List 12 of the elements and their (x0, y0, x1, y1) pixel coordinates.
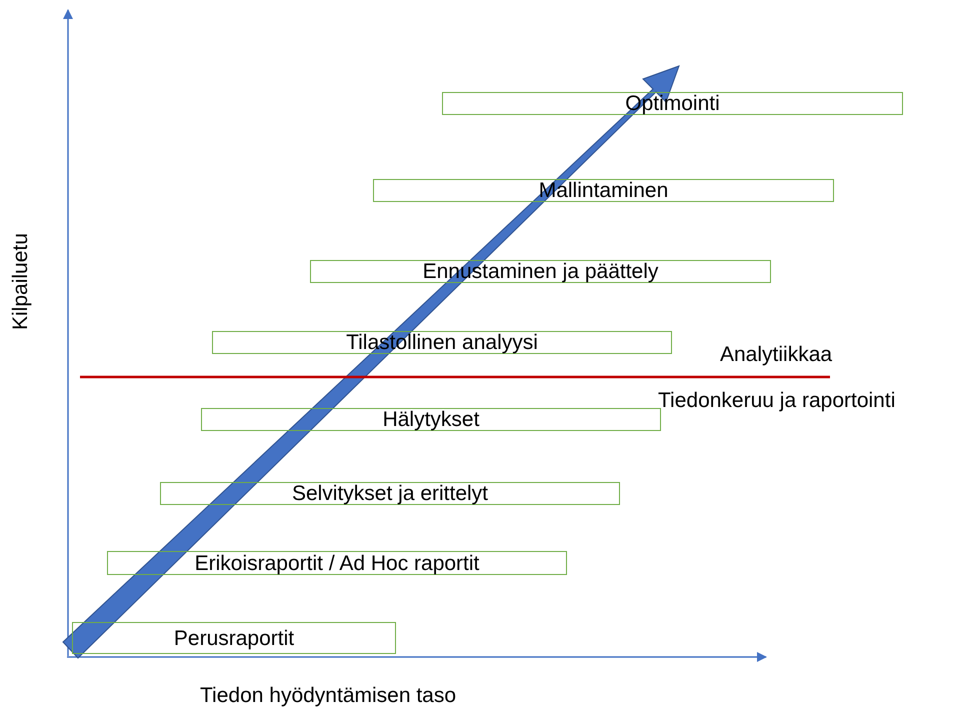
level-label: Hälytykset (382, 409, 480, 430)
level-box (72, 622, 396, 654)
y-axis-title: Kilpailuetu (10, 233, 31, 330)
zone-label: Tiedonkeruu ja raportointi (658, 390, 896, 411)
zone-label: Analytiikkaa (720, 344, 832, 365)
level-label: Selvitykset ja erittelyt (292, 483, 488, 504)
level-label: Perusraportit (174, 628, 294, 648)
level-label: Erikoisraportit / Ad Hoc raportit (194, 552, 480, 574)
level-box (107, 551, 567, 575)
x-axis-title: Tiedon hyödyntämisen taso (200, 685, 456, 706)
level-box (201, 408, 661, 431)
level-box (160, 482, 620, 505)
